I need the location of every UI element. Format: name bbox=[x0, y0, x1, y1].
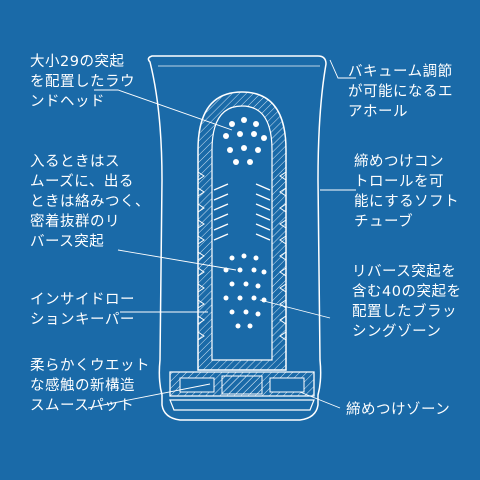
label-tight-zone: 締めつけゾーン bbox=[346, 402, 451, 418]
label-reverse-bumps: 入るときはス ムーズに、出る ときは絡みつく、 密着抜群のリ バース突起 bbox=[30, 154, 150, 250]
label-round-head: 大小29の突起 を配置したラウ ンドヘッド bbox=[30, 54, 135, 110]
label-brush-zone: リバース突起を 含む40の突起を 配置したブラッ シングゾーン bbox=[352, 264, 462, 340]
leader-lines bbox=[87, 59, 356, 409]
head-bumps bbox=[223, 117, 267, 165]
reverse-ridges bbox=[213, 183, 271, 241]
label-inside-roller: インサイドロー ションキーパー bbox=[30, 292, 135, 328]
smooth-pad bbox=[169, 371, 315, 411]
label-smooth-pad: 柔らかくウエット な感触の新構造 スムースパット bbox=[30, 358, 150, 414]
outer-cup bbox=[147, 55, 327, 421]
inner-channel bbox=[211, 105, 273, 361]
label-soft-tube: 締めつけコン トロールを可 能にするソフト チューブ bbox=[354, 154, 460, 230]
side-ridges bbox=[197, 171, 287, 341]
brushing-bumps bbox=[223, 253, 267, 329]
label-vacuum: バキューム調節 が可能になるエ アホール bbox=[348, 64, 453, 120]
